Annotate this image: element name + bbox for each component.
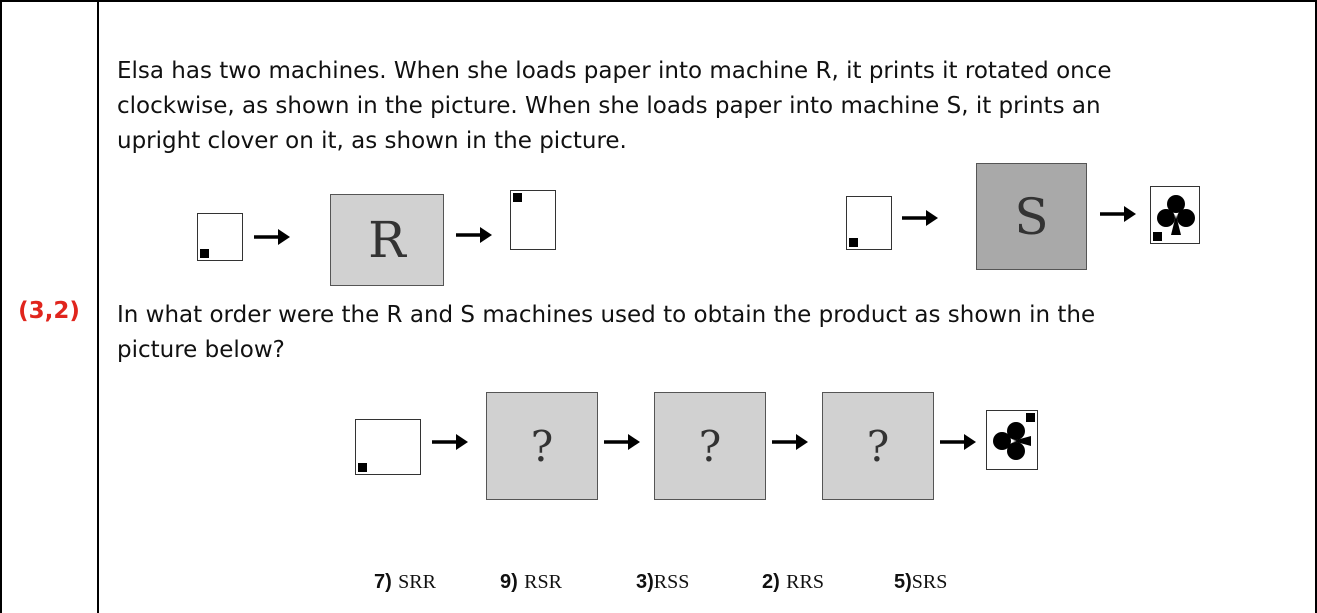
blank-paper (846, 196, 892, 250)
question-index: (3,2) (18, 298, 80, 324)
clover-icon (993, 422, 1031, 460)
arrow-right-icon (254, 229, 290, 245)
option-text: SRS (911, 571, 948, 593)
unknown-label: ? (866, 421, 890, 471)
right-border (1315, 0, 1317, 613)
clover-paper (1150, 186, 1200, 244)
left-border (0, 0, 2, 613)
question-line-2: picture below? (117, 337, 285, 363)
option-9: 9) RSR (500, 569, 562, 594)
option-number: 2) (762, 571, 780, 593)
arrow-right-icon (940, 434, 976, 450)
option-number: 9) (500, 571, 518, 593)
option-3: 3)RSS (636, 569, 689, 594)
machine-r: R (330, 194, 444, 286)
arrow-right-icon (456, 227, 492, 243)
unknown-label: ? (698, 421, 722, 471)
option-7: 7) SRR (374, 569, 436, 594)
blank-paper (197, 213, 243, 261)
intro-line-1: Elsa has two machines. When she loads pa… (117, 58, 1112, 84)
arrow-right-icon (902, 210, 938, 226)
corner-mark (358, 463, 367, 472)
option-5: 5)SRS (894, 569, 947, 594)
arrow-right-icon (1100, 206, 1136, 222)
clover-icon (1157, 195, 1195, 235)
machine-s-label: S (1014, 187, 1049, 246)
option-text: RRS (786, 571, 824, 593)
option-number: 5) (894, 571, 912, 593)
unknown-machine-3: ? (822, 392, 934, 500)
blank-paper (355, 419, 421, 475)
corner-mark (1026, 413, 1035, 422)
option-text: SRR (398, 571, 436, 593)
option-number: 3) (636, 571, 654, 593)
option-2: 2) RRS (762, 569, 824, 594)
intro-line-2: clockwise, as shown in the picture. When… (117, 93, 1101, 119)
option-text: RSS (653, 571, 690, 593)
rotated-paper (510, 190, 556, 250)
corner-mark (513, 193, 522, 202)
arrow-right-icon (432, 434, 468, 450)
corner-mark (1153, 232, 1162, 241)
machine-r-label: R (368, 211, 406, 269)
top-border (0, 0, 1317, 2)
corner-mark (849, 238, 858, 247)
machine-s: S (976, 163, 1087, 270)
unknown-machine-1: ? (486, 392, 598, 500)
corner-mark (200, 249, 209, 258)
question-line-1: In what order were the R and S machines … (117, 302, 1096, 328)
column-divider (97, 0, 99, 613)
option-text: RSR (524, 571, 562, 593)
option-number: 7) (374, 571, 392, 593)
arrow-right-icon (604, 434, 640, 450)
unknown-machine-2: ? (654, 392, 766, 500)
unknown-label: ? (530, 421, 554, 471)
intro-line-3: upright clover on it, as shown in the pi… (117, 128, 627, 154)
result-paper (986, 410, 1038, 470)
arrow-right-icon (772, 434, 808, 450)
